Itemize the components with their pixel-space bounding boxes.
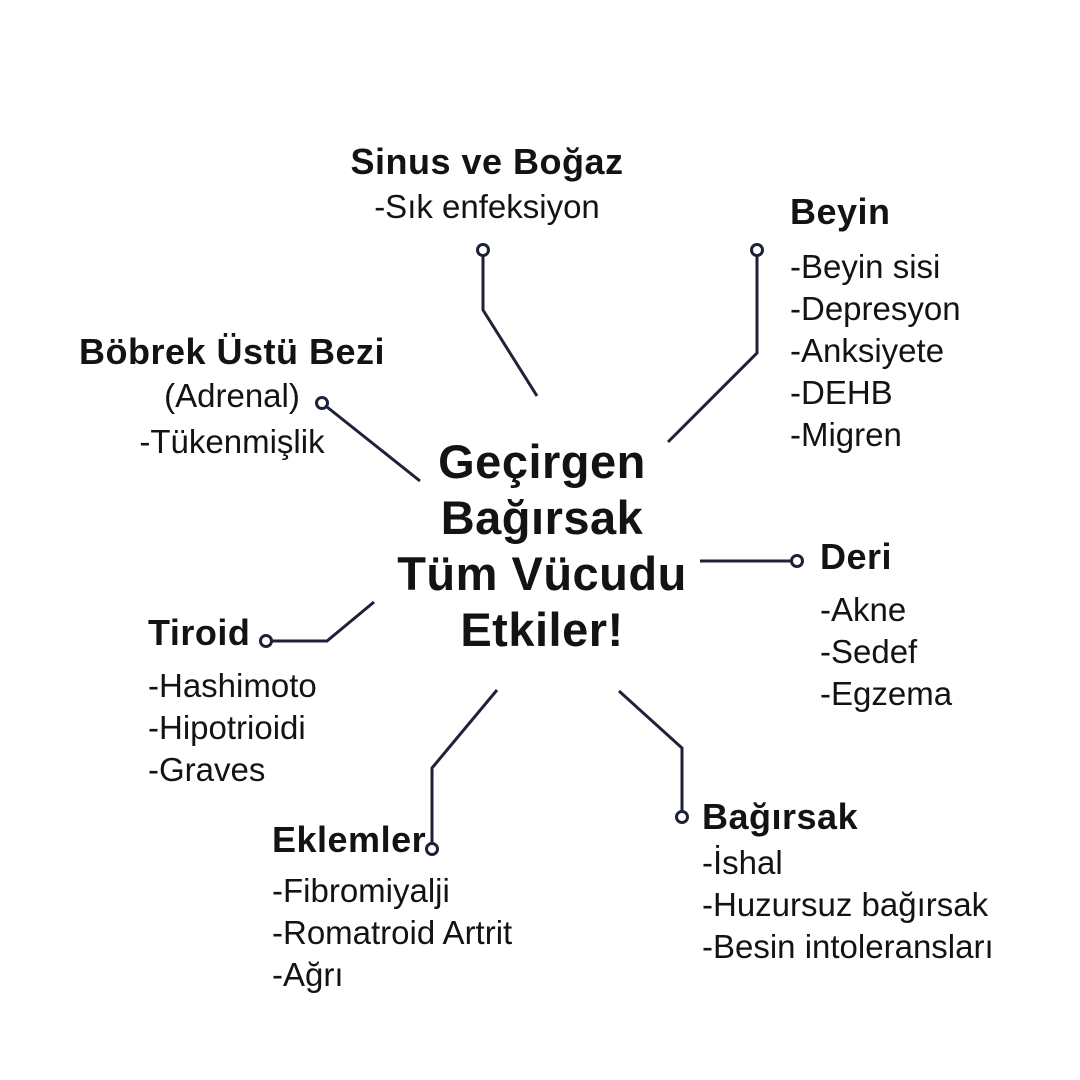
node-item-list: -Tükenmişlik (79, 419, 385, 465)
node-item-list: -İshal -Huzursuz bağırsak -Besin intoler… (702, 842, 994, 968)
node-item-list: -Hashimoto -Hipotrioidi -Graves (148, 665, 317, 791)
node-item: -Hashimoto (148, 667, 317, 704)
node-item: -Egzema (820, 675, 953, 712)
node-bagirsak: Bağırsak -İshal -Huzursuz bağırsak -Besi… (702, 796, 994, 968)
node-item: -Anksiyete (790, 332, 945, 369)
node-item: -Hipotrioidi (148, 709, 306, 746)
center-title-line-1: Geçirgen (438, 435, 646, 488)
node-title: Böbrek Üstü Bezi (78, 331, 386, 372)
node-item: -Huzursuz bağırsak (702, 886, 989, 923)
node-item: -Fibromiyalji (272, 872, 450, 909)
node-item: -Akne (820, 591, 907, 628)
center-title-line-4: Etkiler! (460, 603, 624, 656)
node-item-list: -Akne -Sedef -Egzema (820, 589, 952, 715)
center-title: Geçirgen Bağırsak Tüm Vücudu Etkiler! (397, 434, 687, 658)
node-sinus-ve-bogaz: Sinus ve Boğaz -Sık enfeksiyon (350, 141, 623, 228)
node-deri: Deri -Akne -Sedef -Egzema (820, 536, 952, 715)
node-title: Deri (820, 536, 893, 577)
connector-beyin-line (666, 256, 759, 444)
center-title-line-2: Bağırsak (440, 491, 644, 544)
node-item: -Sedef (820, 633, 918, 670)
connector-bagirsak-line (617, 689, 684, 811)
connector-sinus-line (481, 256, 539, 397)
node-title: Beyin (790, 191, 891, 232)
connector-sinus-endpoint-circle (476, 243, 490, 257)
node-item-list: -Beyin sisi -Depresyon -Anksiyete -DEHB … (790, 246, 961, 456)
connector-deri-endpoint-circle (790, 554, 804, 568)
node-item: -Tükenmişlik (139, 423, 325, 460)
node-title: Sinus ve Boğaz (350, 141, 624, 182)
node-item: -Ağrı (272, 956, 344, 993)
node-item: -Beyin sisi (790, 248, 941, 285)
center-title-line-3: Tüm Vücudu (397, 547, 687, 600)
node-item: -DEHB (790, 374, 893, 411)
node-item: -Depresyon (790, 290, 961, 327)
node-item: -Besin intoleransları (702, 928, 994, 965)
node-title: Eklemler (272, 819, 427, 860)
node-item: -Graves (148, 751, 266, 788)
connector-bagirsak-endpoint-circle (675, 810, 689, 824)
node-title: Tiroid (148, 612, 251, 653)
node-tiroid: Tiroid -Hashimoto -Hipotrioidi -Graves (148, 612, 317, 791)
node-item-list: -Fibromiyalji -Romatroid Artrit -Ağrı (272, 870, 512, 996)
node-beyin: Beyin -Beyin sisi -Depresyon -Anksiyete … (790, 191, 961, 456)
node-item: -Romatroid Artrit (272, 914, 513, 951)
node-item: -İshal (702, 844, 783, 881)
node-item: -Sık enfeksiyon (374, 188, 600, 225)
node-title: Bağırsak (702, 796, 859, 837)
node-item-list: -Sık enfeksiyon (350, 186, 623, 228)
node-item: -Migren (790, 416, 902, 453)
node-eklemler: Eklemler -Fibromiyalji -Romatroid Artrit… (272, 819, 512, 996)
connector-beyin-endpoint-circle (750, 243, 764, 257)
node-subtitle: (Adrenal) (164, 377, 300, 414)
node-bobrek-ustu-bezi: Böbrek Üstü Bezi (Adrenal) -Tükenmişlik (79, 331, 385, 465)
